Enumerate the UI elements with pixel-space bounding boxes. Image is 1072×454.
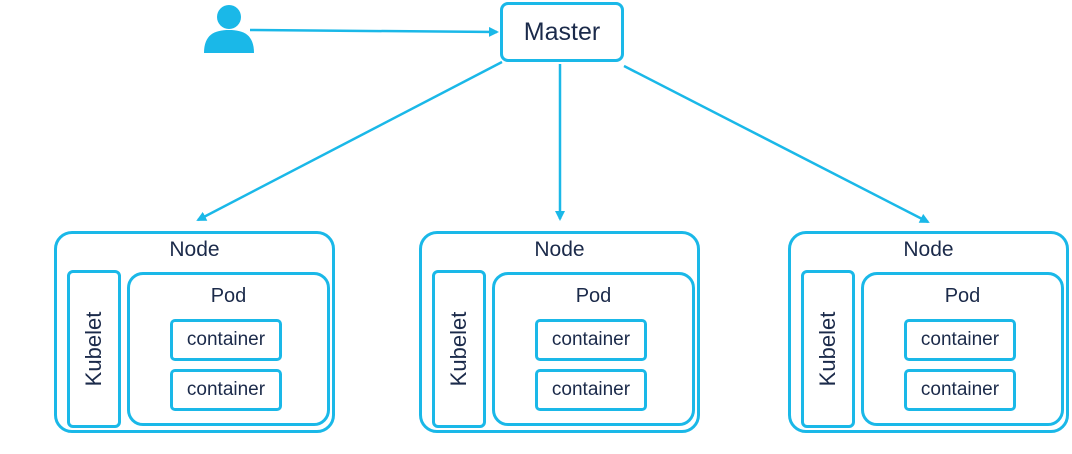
kubelet-box: Kubelet bbox=[801, 270, 855, 428]
container-box: container bbox=[535, 319, 647, 361]
pod-box: Pod container container bbox=[861, 272, 1064, 426]
user-to-master-arrow bbox=[249, 26, 499, 37]
node-2: Node Kubelet Pod container container bbox=[419, 231, 700, 433]
user-icon bbox=[204, 5, 254, 53]
node-label: Node bbox=[903, 238, 954, 261]
pod-box: Pod container container bbox=[492, 272, 695, 426]
kubelet-box: Kubelet bbox=[432, 270, 486, 428]
container-box: container bbox=[904, 319, 1016, 361]
container-box: container bbox=[170, 319, 282, 361]
container-box: container bbox=[535, 369, 647, 411]
pod-label: Pod bbox=[944, 285, 981, 307]
pod-label: Pod bbox=[210, 285, 247, 307]
kubelet-label: Kubelet bbox=[81, 311, 106, 387]
node-label: Node bbox=[534, 238, 585, 261]
master-box: Master bbox=[500, 2, 624, 62]
container-box: container bbox=[170, 369, 282, 411]
kubelet-label: Kubelet bbox=[815, 311, 840, 387]
container-box: container bbox=[904, 369, 1016, 411]
pod-label: Pod bbox=[575, 285, 612, 307]
kubelet-label: Kubelet bbox=[446, 311, 471, 387]
pod-box: Pod container container bbox=[127, 272, 330, 426]
master-to-node-3-arrow bbox=[623, 64, 930, 224]
node-3: Node Kubelet Pod container container bbox=[788, 231, 1069, 433]
node-label: Node bbox=[169, 238, 220, 261]
kubelet-box: Kubelet bbox=[67, 270, 121, 428]
master-to-node-1-arrow bbox=[196, 60, 503, 222]
node-1: Node Kubelet Pod container container bbox=[54, 231, 335, 433]
